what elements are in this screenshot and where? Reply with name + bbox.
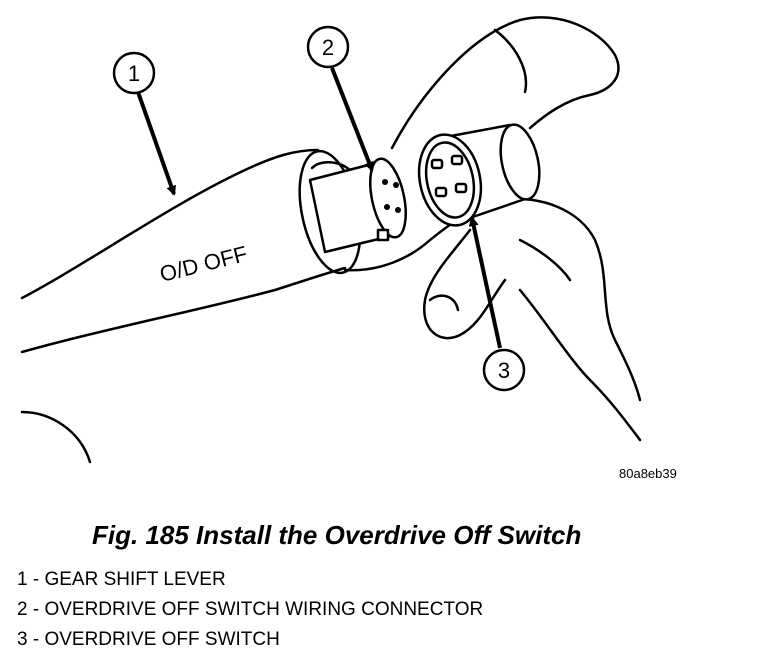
overdrive-switch-illustration: O/D OFF	[20, 16, 642, 464]
legend-item: 1 - GEAR SHIFT LEVER	[17, 569, 226, 590]
figure-caption: Fig. 185 Install the Overdrive Off Switc…	[92, 520, 582, 550]
palm-edge	[503, 197, 642, 402]
switch-terminal	[454, 182, 468, 194]
thumb-nail	[493, 28, 528, 94]
callout-number: 2	[322, 35, 334, 60]
legend-item: 2 - OVERDRIVE OFF SWITCH WIRING CONNECTO…	[17, 599, 484, 620]
switch-terminal	[434, 186, 448, 198]
switch-terminal	[430, 158, 444, 170]
overdrive-off-switch	[417, 123, 541, 227]
callout-1: 1	[112, 51, 156, 95]
connector-pin	[395, 207, 401, 213]
upper-finger	[390, 16, 620, 150]
callout-number: 1	[128, 61, 140, 86]
lever-end-inner	[310, 161, 352, 172]
finger-crease	[518, 238, 572, 282]
wrist-edge	[518, 288, 642, 442]
lever-top-edge	[20, 148, 320, 300]
connector-latch	[376, 228, 390, 242]
switch-terminal	[450, 154, 464, 166]
switch-rear-ring	[499, 123, 541, 201]
lower-fingernail	[428, 294, 460, 312]
wiring-connector	[308, 157, 407, 254]
callout-circle	[112, 51, 156, 95]
lever-bottom-edge	[20, 266, 347, 354]
figure-legend: 1 - GEAR SHIFT LEVER 2 - OVERDRIVE OFF S…	[17, 565, 483, 655]
callout-arrow-3	[468, 216, 502, 349]
lever-label: O/D OFF	[157, 241, 250, 287]
connector-face	[369, 157, 407, 239]
connector-pin	[393, 182, 399, 188]
lower-finger	[422, 228, 507, 340]
connector-pin	[384, 204, 390, 210]
legend-item: 3 - OVERDRIVE OFF SWITCH	[17, 629, 280, 650]
callout-number: 3	[498, 358, 510, 383]
callout-circle	[306, 25, 350, 69]
callout-arrow-1	[136, 91, 177, 196]
connector-pin	[382, 179, 388, 185]
callout-arrow-2	[330, 67, 374, 172]
callout-arrows	[136, 67, 502, 349]
gear-shift-lever	[20, 148, 362, 354]
steering-wheel-edge	[20, 410, 92, 464]
figure-reference-code: 80a8eb39	[619, 466, 677, 481]
callout-circle	[482, 348, 526, 392]
callout-3: 3	[482, 348, 526, 392]
callout-2: 2	[306, 25, 350, 69]
